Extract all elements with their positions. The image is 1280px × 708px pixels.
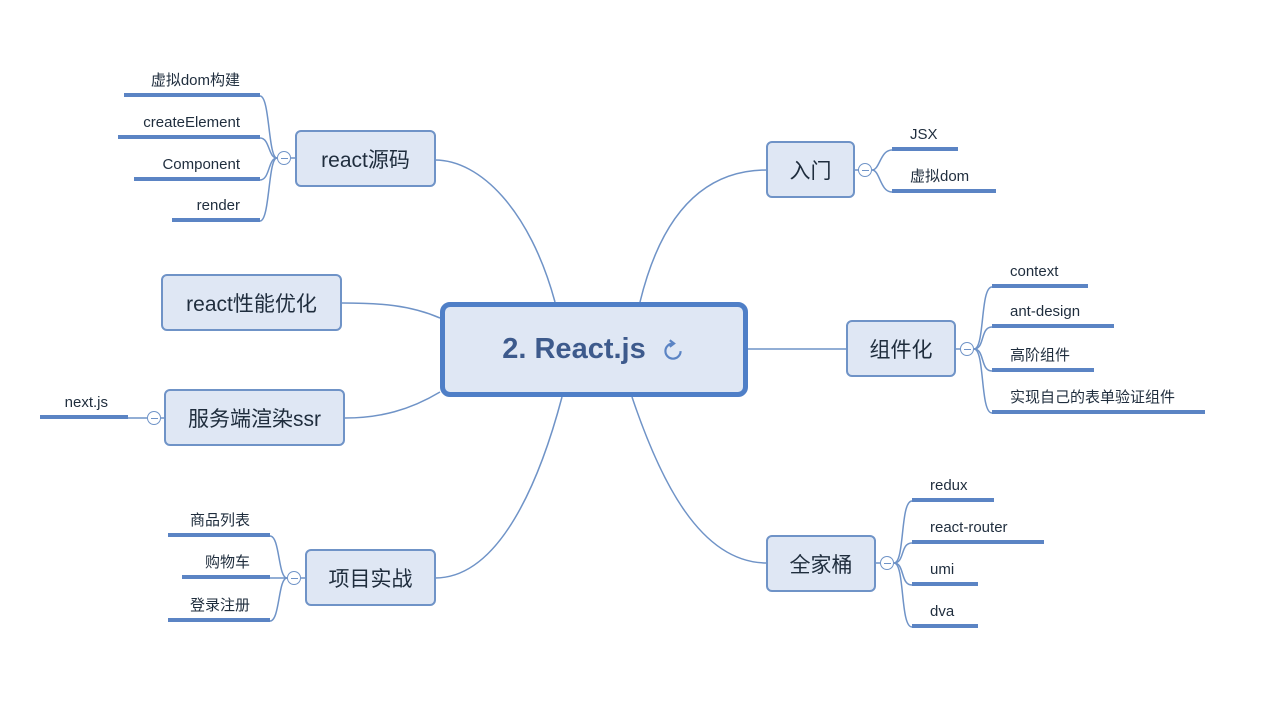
branch-intro[interactable]: 入门 [766,141,855,198]
collapse-minus-icon[interactable] [147,411,161,425]
collapse-minus-icon[interactable] [277,151,291,165]
leaf-virtual-dom[interactable]: 虚拟dom [892,168,996,193]
leaf-ant-design[interactable]: ant-design [992,303,1114,328]
leaf-create-element[interactable]: createElement [118,114,260,139]
leaf-react-router[interactable]: react-router [912,519,1044,544]
root-node[interactable]: 2. React.js [440,302,748,397]
leaf-form-validation[interactable]: 实现自己的表单验证组件 [992,389,1205,414]
leaf-hoc[interactable]: 高阶组件 [992,347,1094,372]
leaf-context[interactable]: context [992,263,1088,288]
leaf-product-list[interactable]: 商品列表 [168,512,270,537]
collapse-minus-icon[interactable] [960,342,974,356]
branch-project[interactable]: 项目实战 [305,549,436,606]
refresh-icon[interactable] [660,337,686,363]
branch-react-source[interactable]: react源码 [295,130,436,187]
leaf-redux[interactable]: redux [912,477,994,502]
leaf-next-js[interactable]: next.js [40,394,128,419]
leaf-jsx[interactable]: JSX [892,126,958,151]
collapse-minus-icon[interactable] [880,556,894,570]
leaf-cart[interactable]: 购物车 [182,554,270,579]
branch-family[interactable]: 全家桶 [766,535,876,592]
branch-ssr[interactable]: 服务端渲染ssr [164,389,345,446]
leaf-virtual-dom-build[interactable]: 虚拟dom构建 [124,72,260,97]
collapse-minus-icon[interactable] [858,163,872,177]
leaf-login-register[interactable]: 登录注册 [168,597,270,622]
leaf-render[interactable]: render [172,197,260,222]
branch-components[interactable]: 组件化 [846,320,956,377]
branch-react-performance[interactable]: react性能优化 [161,274,342,331]
root-label: 2. React.js [502,333,646,365]
leaf-dva[interactable]: dva [912,603,978,628]
collapse-minus-icon[interactable] [287,571,301,585]
leaf-component[interactable]: Component [134,156,260,181]
leaf-umi[interactable]: umi [912,561,978,586]
